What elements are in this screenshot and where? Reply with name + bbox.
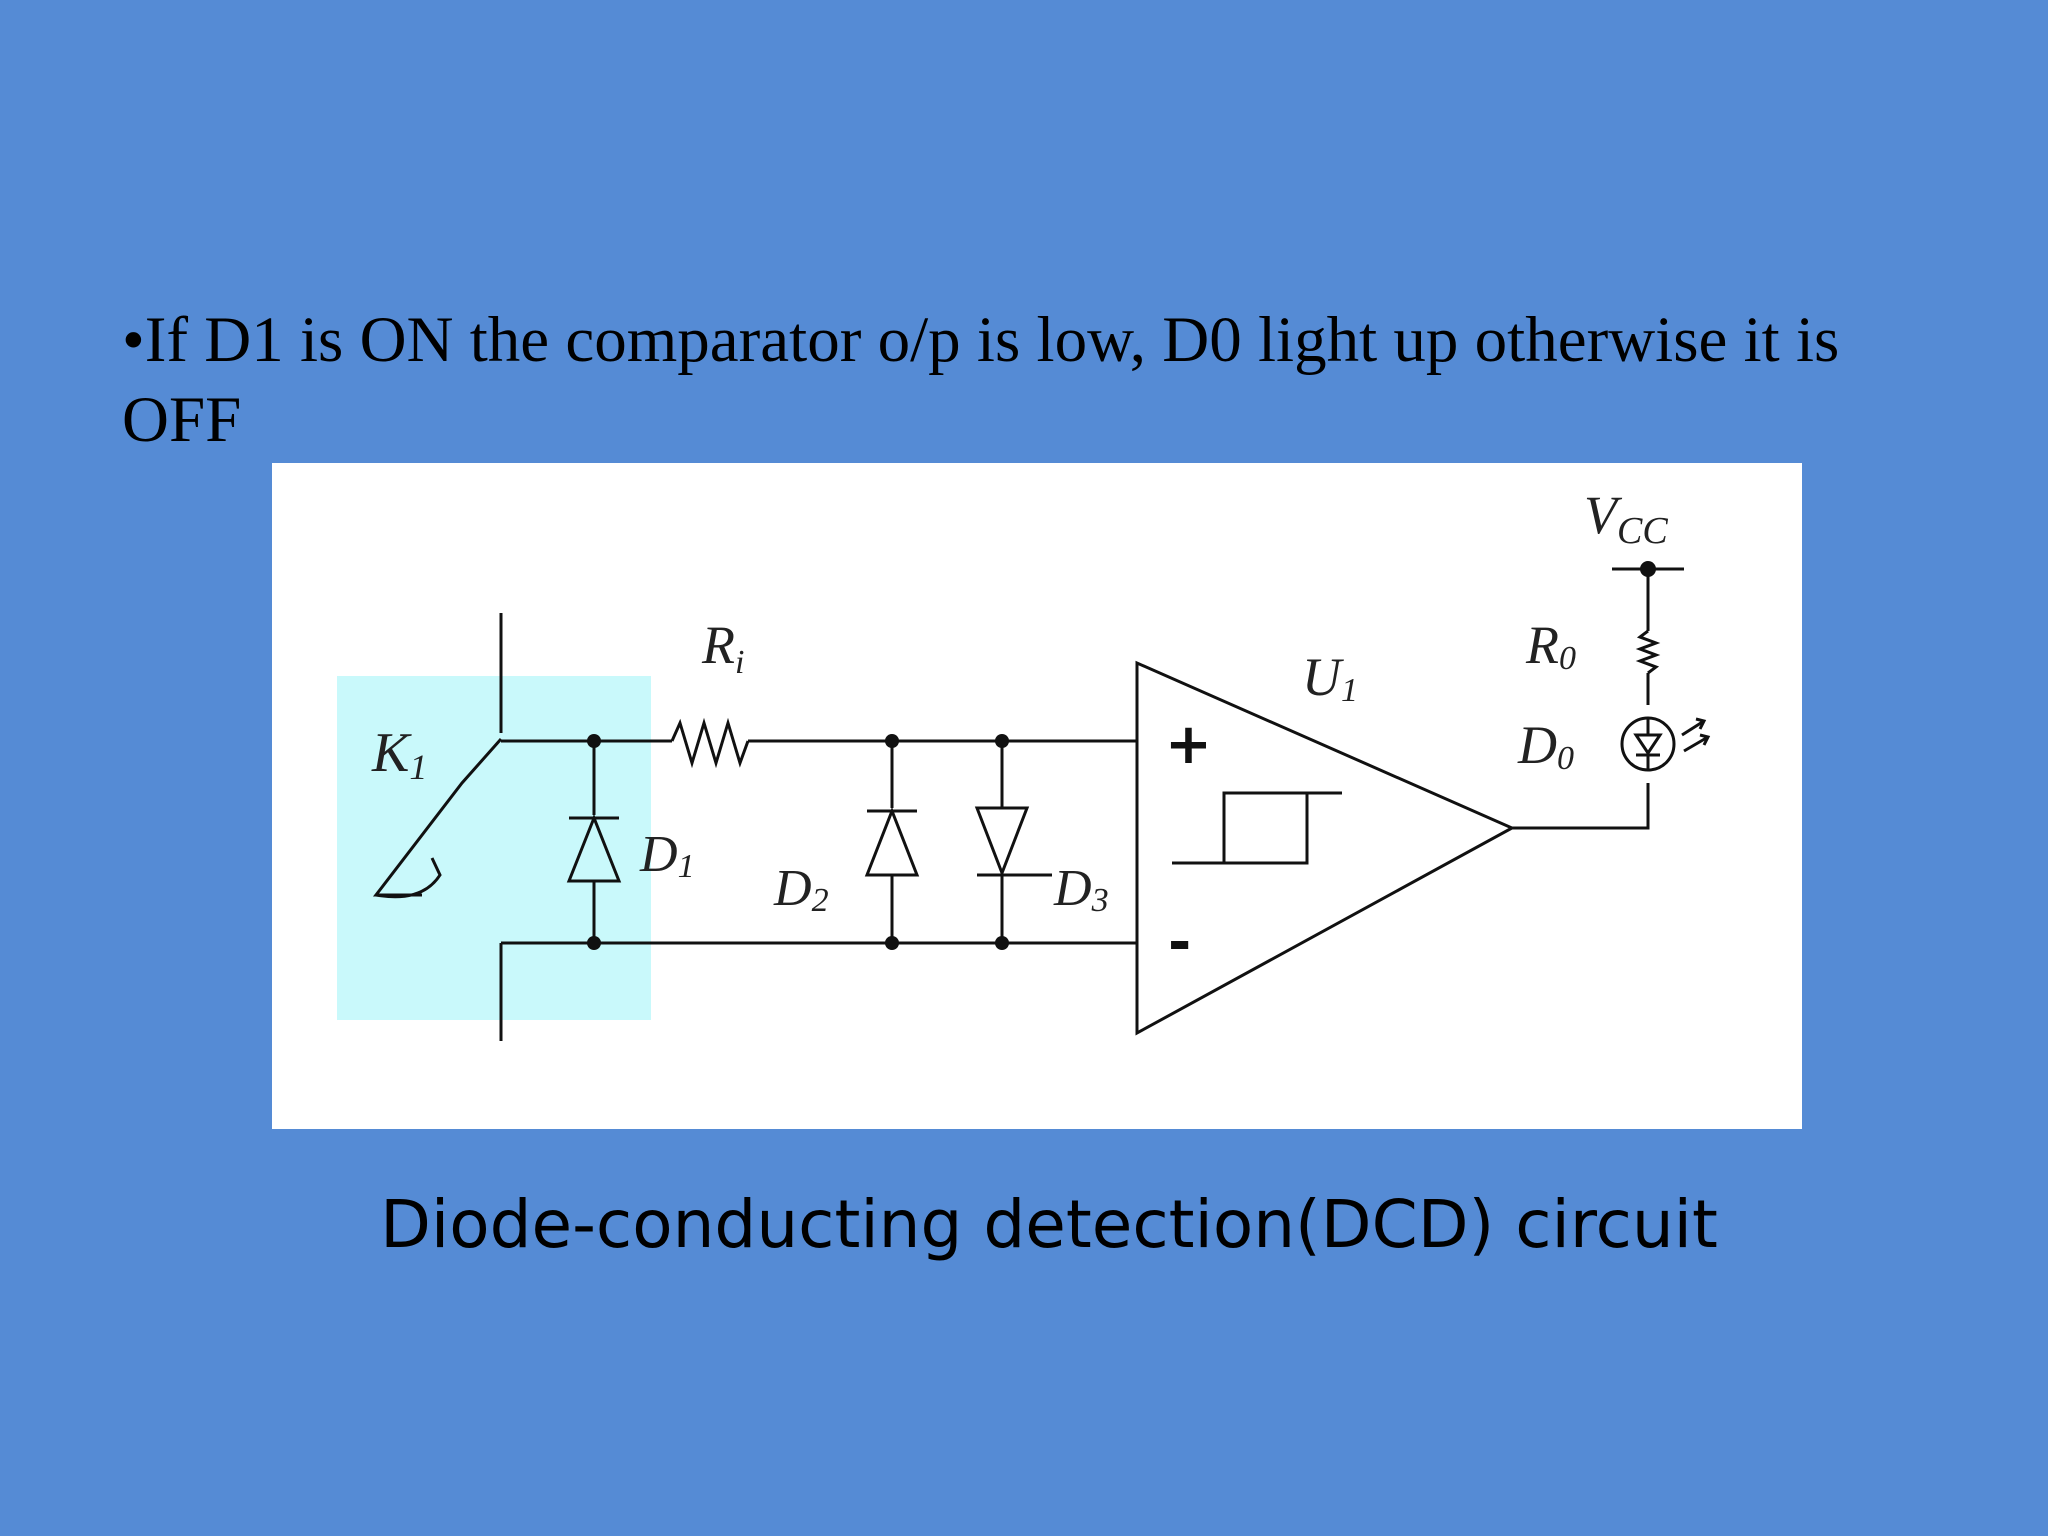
- d3-diode-body: [974, 806, 1030, 878]
- led-arrow-1: [1681, 719, 1705, 737]
- led-d0-triangle: [1633, 733, 1663, 756]
- bullet-text: •If D1 is ON the comparator o/p is low, …: [122, 300, 1922, 460]
- switch-lever-curve: [375, 857, 442, 899]
- switch-lever: [372, 738, 503, 897]
- label-k1: K1: [371, 722, 427, 787]
- label-d0: D0: [1517, 715, 1574, 777]
- hysteresis-symbol: [1172, 791, 1307, 865]
- bullet-marker: •: [122, 304, 145, 376]
- led-arrow-1-head: [1695, 717, 1707, 730]
- figure-caption: Diode-conducting detection(DCD) circuit: [380, 1186, 1718, 1263]
- dcd-circuit-diagram: K1 Ri D1 D2 D3 U1 VCC R0 D0 + -: [337, 485, 1711, 1041]
- comparator-u1: [1135, 660, 1516, 1036]
- junction-d2-top: [885, 734, 899, 748]
- bullet-body: If D1 is ON the comparator o/p is low, D…: [122, 304, 1840, 456]
- resistor-r0: [1635, 629, 1661, 675]
- output-wire: [1512, 783, 1650, 830]
- circuit-figure: K1 Ri D1 D2 D3 U1 VCC R0 D0 + -: [272, 463, 1802, 1129]
- junction-d1-top: [587, 734, 601, 748]
- junction-d3-top: [995, 734, 1009, 748]
- d1-diode-body: [566, 813, 622, 883]
- junction-vcc: [1640, 561, 1656, 577]
- junction-d2-bottom: [885, 936, 899, 950]
- label-u1: U1: [1302, 647, 1358, 709]
- highlight-region: [337, 676, 651, 1020]
- label-minus: -: [1168, 910, 1191, 975]
- label-d1: D1: [639, 826, 695, 885]
- junction-d3-bottom: [995, 936, 1009, 950]
- label-ri: Ri: [701, 615, 744, 681]
- resistor-ri: [670, 717, 750, 769]
- led-arrow-2-head: [1699, 733, 1711, 746]
- label-plus: +: [1165, 712, 1212, 777]
- junction-d1-bottom: [587, 936, 601, 950]
- led-arrow-2: [1683, 735, 1709, 753]
- label-vcc: VCC: [1584, 485, 1668, 552]
- d2-diode-body: [864, 806, 920, 877]
- label-d3: D3: [1053, 860, 1109, 919]
- hysteresis-symbol-2: [1224, 793, 1309, 865]
- label-r0: R0: [1525, 615, 1576, 677]
- label-d2: D2: [773, 860, 829, 919]
